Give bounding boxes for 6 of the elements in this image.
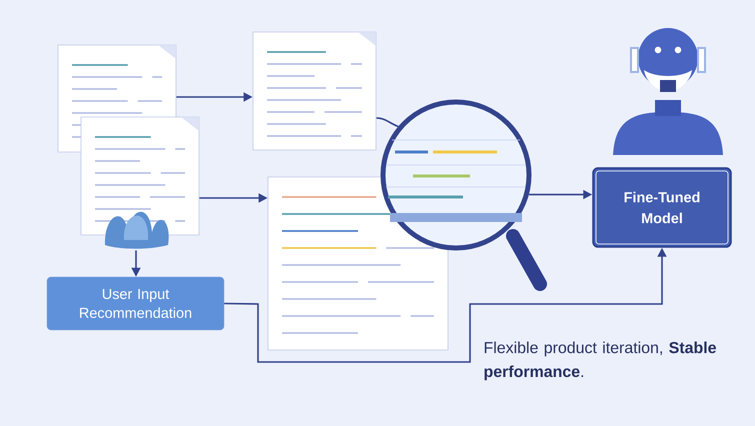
document-drawing	[80, 116, 200, 249]
tagline: Flexible product iteration, Stable performance.	[484, 342, 716, 380]
model-box: Fine-Tuned Model	[592, 167, 732, 248]
recommendation-box: User Input Recommendation	[46, 276, 224, 330]
magnifier-drawing	[380, 100, 547, 291]
document-drawing	[252, 32, 376, 150]
